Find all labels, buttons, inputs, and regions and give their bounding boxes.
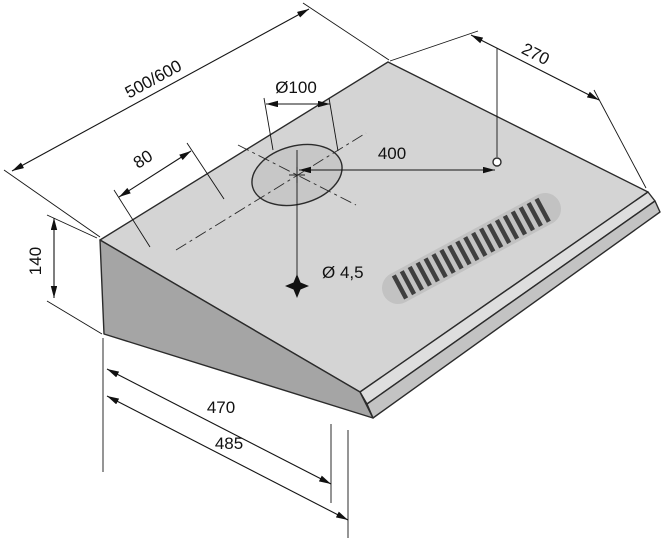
vent-centerline-b	[237, 144, 357, 206]
label-mount-distance: 400	[378, 144, 406, 163]
ext-vent-dia-right	[328, 97, 339, 152]
label-vent-offset: 80	[130, 146, 156, 172]
ext-height-bottom	[46, 300, 103, 335]
vent-grille	[382, 193, 561, 304]
label-top-depth: 270	[519, 39, 553, 69]
vent-grille-slats	[391, 197, 552, 300]
label-vent-diameter: Ø100	[275, 78, 317, 97]
dim-line-vent-offset	[118, 150, 192, 198]
dimension-lines	[11, 8, 600, 521]
ext-depth-left	[389, 30, 479, 62]
label-screw-hole-diameter: Ø 4,5	[322, 263, 364, 282]
ext-offset-a	[113, 189, 151, 248]
hood-body	[99, 61, 661, 419]
dim-line-bottom-outer	[106, 395, 349, 521]
dim-line-top-depth	[470, 34, 600, 101]
ext-width-left	[3, 169, 101, 238]
mounting-hole	[492, 157, 502, 167]
label-rear-height: 140	[26, 247, 45, 275]
label-top-width: 500/600	[122, 56, 185, 102]
vent-centerline-a	[175, 132, 367, 251]
screw-hole-star-marker	[285, 274, 309, 298]
label-bottom-outer: 485	[215, 434, 243, 453]
dim-line-top-width	[11, 8, 310, 172]
ext-width-right	[302, 2, 390, 61]
ext-depth-right	[593, 89, 647, 189]
label-bottom-inner: 470	[207, 398, 235, 417]
